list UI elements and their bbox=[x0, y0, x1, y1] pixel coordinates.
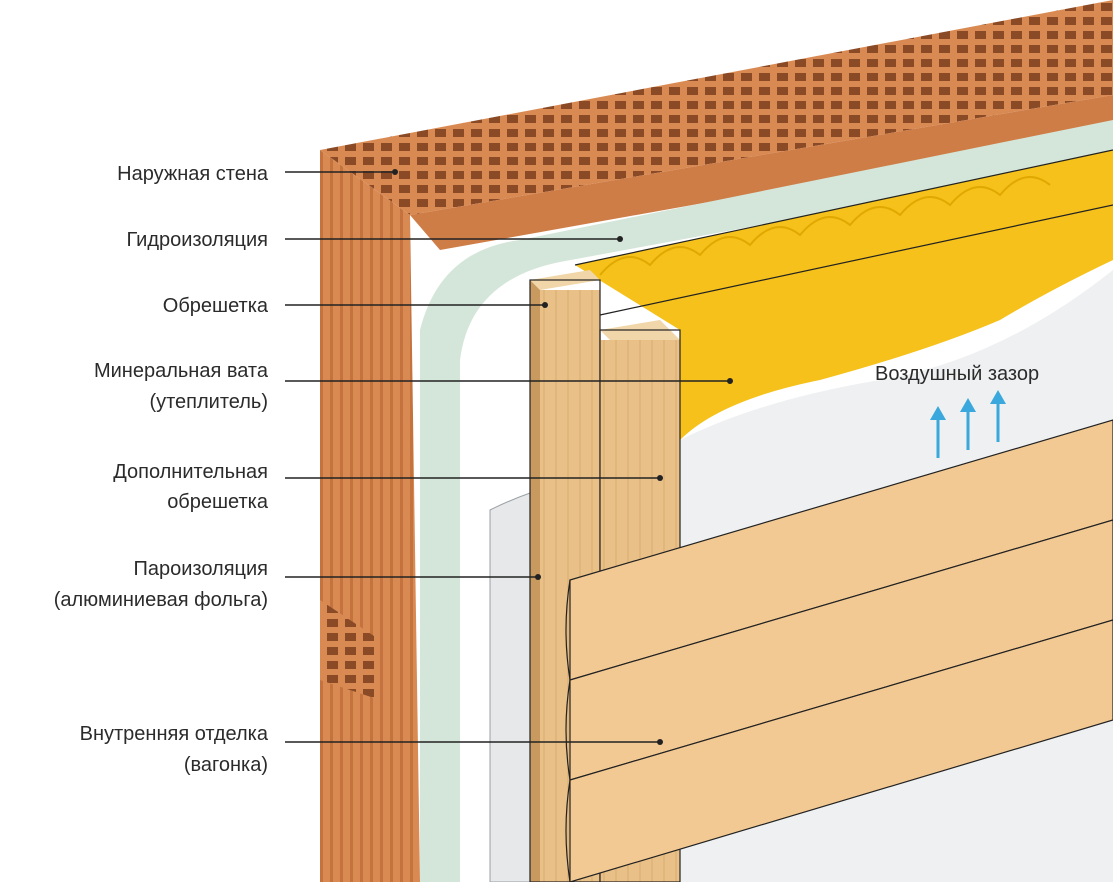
label-text: обрешетка bbox=[167, 491, 269, 513]
label-text: (алюминиевая фольга) bbox=[54, 589, 268, 611]
label-text: Гидроизоляция bbox=[126, 229, 268, 251]
label-inner-finish: Внутренняя отделка (вагонка) bbox=[80, 723, 663, 776]
label-text: (вагонка) bbox=[184, 754, 268, 776]
air-flow-arrow-icon bbox=[990, 390, 1006, 442]
label-text: Дополнительная bbox=[113, 461, 268, 483]
label-text: Пароизоляция bbox=[133, 558, 268, 580]
label-text: (утеплитель) bbox=[149, 391, 268, 413]
inner-finish-boards bbox=[565, 419, 1113, 882]
label-vapor-barrier: Пароизоляция (алюминиевая фольга) bbox=[54, 558, 541, 611]
label-lathing: Обрешетка bbox=[163, 295, 548, 317]
air-gap-label: Воздушный зазор bbox=[875, 363, 1039, 385]
label-text: Внутренняя отделка bbox=[80, 723, 269, 745]
label-waterproofing: Гидроизоляция bbox=[126, 229, 623, 251]
air-flow-arrow-icon bbox=[960, 398, 976, 450]
outer-brick-wall bbox=[320, 0, 1113, 882]
air-flow-arrow-icon bbox=[930, 406, 946, 458]
label-text: Наружная стена bbox=[117, 163, 269, 185]
label-outer-wall: Наружная стена bbox=[117, 163, 398, 185]
label-text: Минеральная вата bbox=[94, 360, 269, 382]
mineral-wool-layer bbox=[574, 149, 1113, 440]
air-flow-arrows bbox=[930, 390, 1006, 458]
label-text: Обрешетка bbox=[163, 295, 269, 317]
label-additional-lathing: Дополнительная обрешетка bbox=[113, 461, 663, 513]
label-mineral-wool: Минеральная вата (утеплитель) bbox=[94, 360, 733, 413]
